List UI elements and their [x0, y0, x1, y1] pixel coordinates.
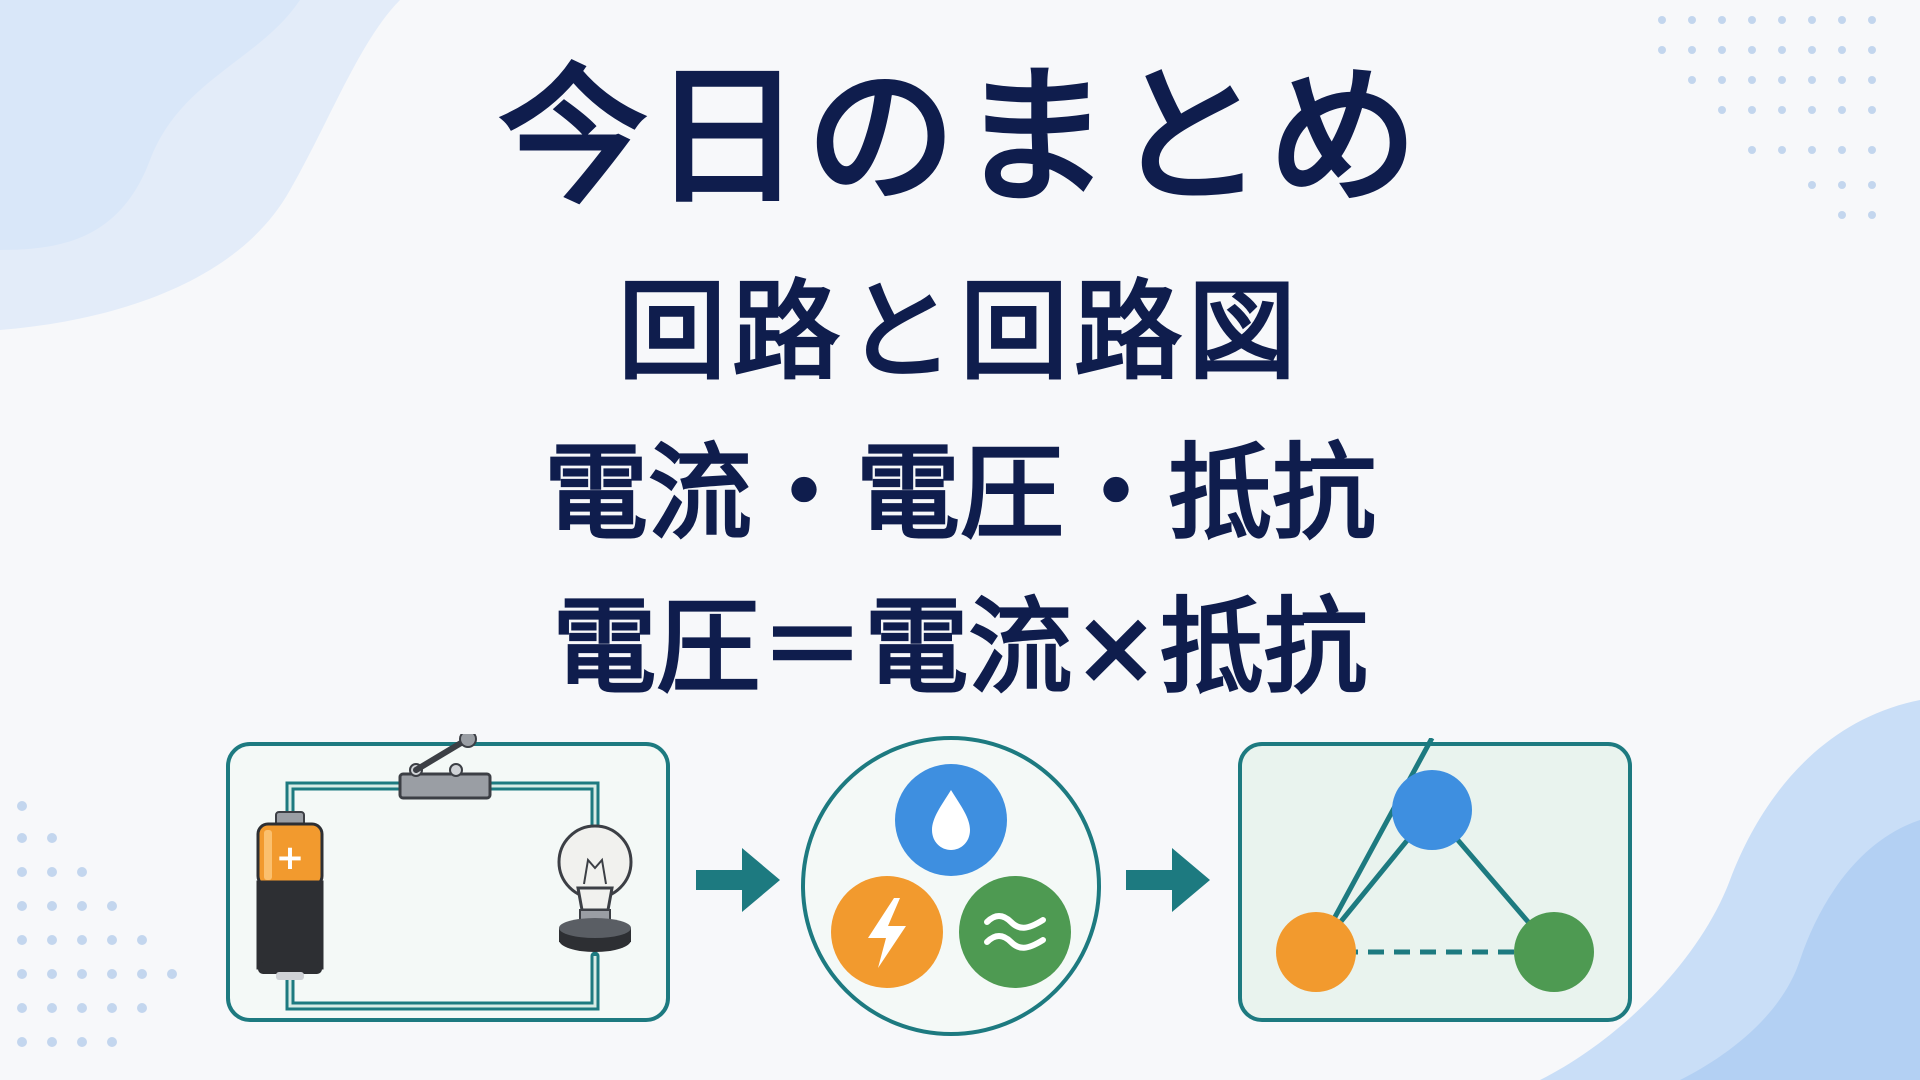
quantities-panel	[801, 736, 1101, 1036]
lightning-icon	[831, 876, 943, 988]
water-drop-icon	[895, 764, 1007, 876]
svg-text:+: +	[276, 838, 305, 878]
summary-point-quantities: 電流・電圧・抵抗	[543, 432, 1376, 554]
battery-icon: +	[256, 811, 324, 980]
circuit-illustration-panel: +	[226, 734, 670, 1022]
summary-point-circuit: 回路と回路図	[617, 270, 1302, 395]
summary-point-ohms-law: 電圧＝電流×抵抗	[552, 586, 1368, 708]
triangle-diagram-icon	[1276, 738, 1594, 992]
arrow-right-icon	[1126, 848, 1210, 912]
slide-title: 今日のまとめ	[497, 51, 1422, 225]
light-bulb-icon	[557, 824, 633, 952]
wave-icon	[959, 876, 1071, 988]
switch-icon	[398, 734, 492, 800]
arrow-right-icon	[696, 848, 780, 912]
triangle-diagram-panel	[1238, 738, 1632, 1022]
